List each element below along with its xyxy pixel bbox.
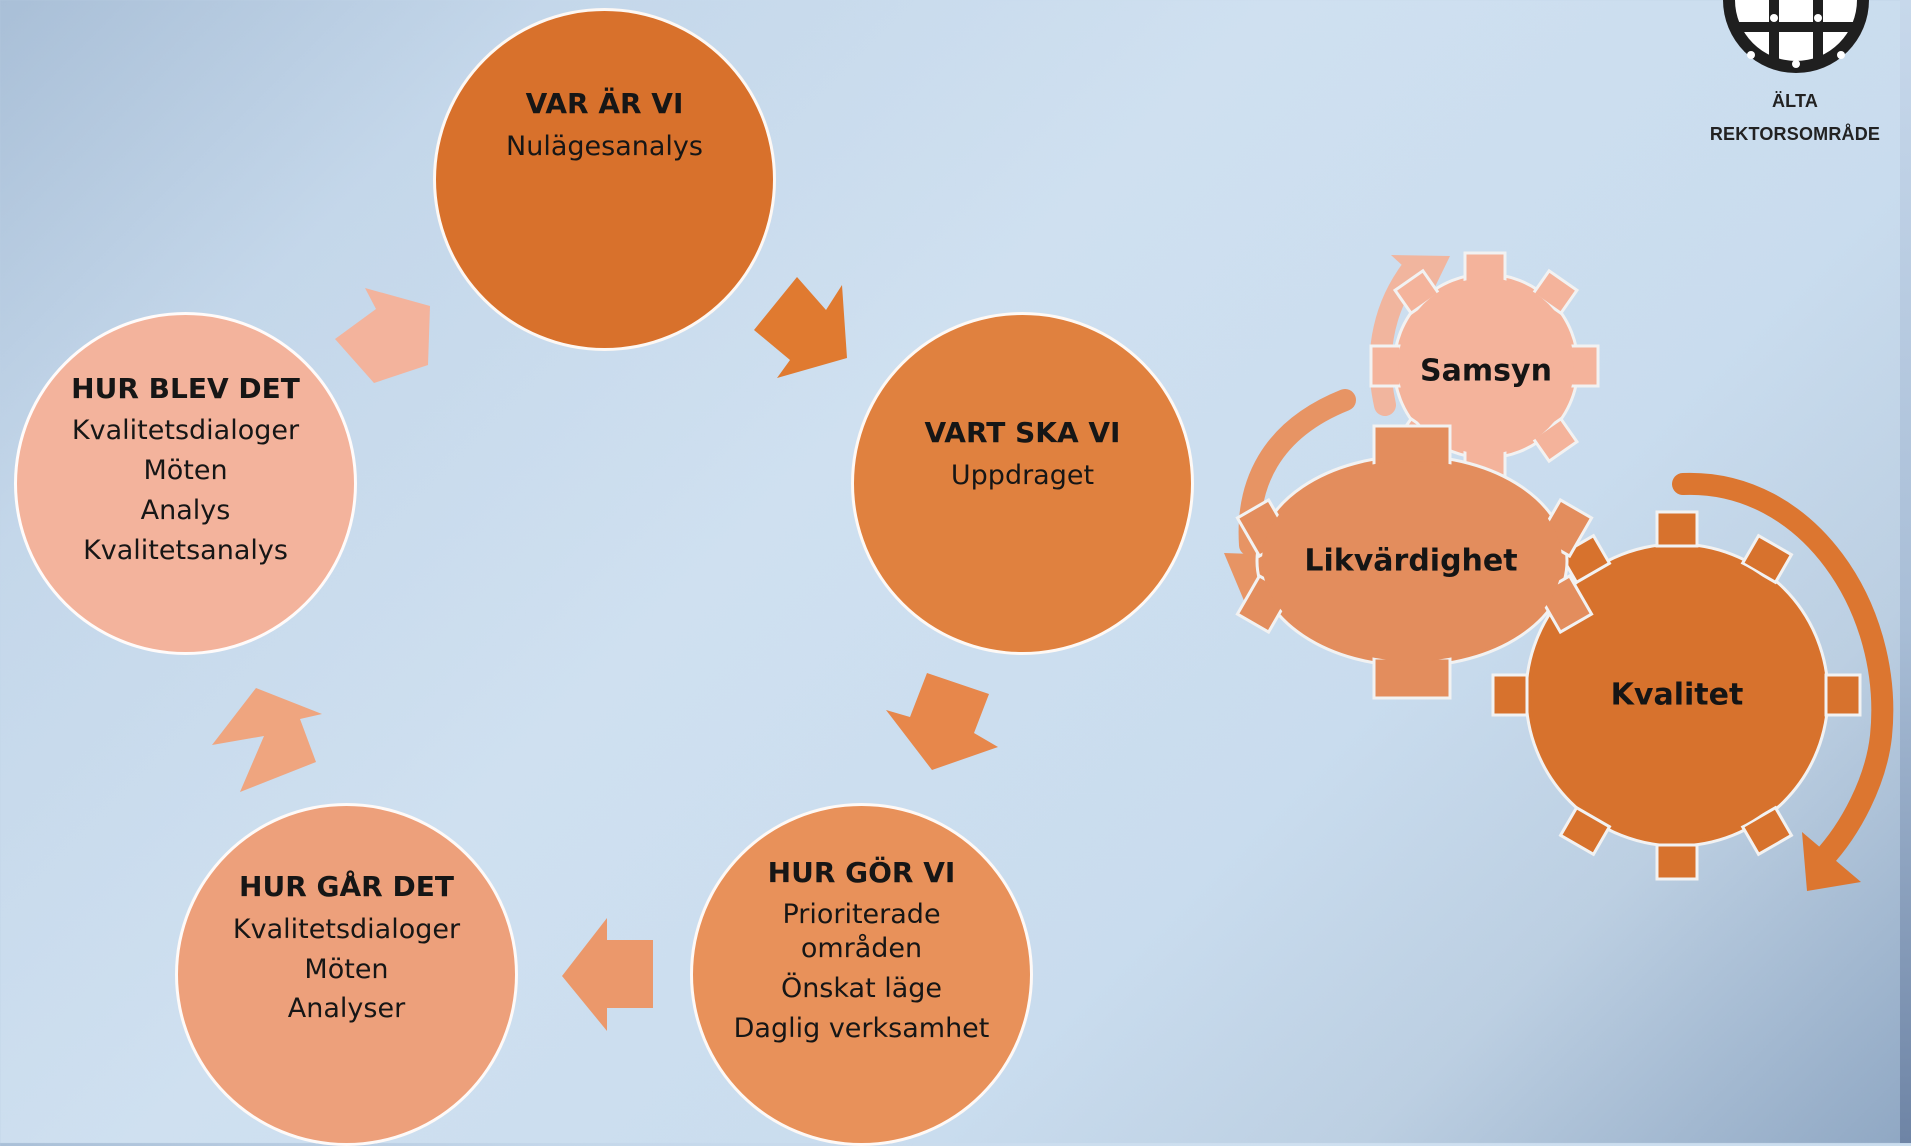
step-line: Kvalitetsdialoger	[71, 415, 300, 447]
gears-diagram: Samsyn Likvärdighet Kvalitet	[1180, 230, 1911, 920]
step-line: Analyser	[287, 993, 406, 1025]
step-line: Möten	[304, 953, 389, 985]
logo-name: ÄLTA	[1771, 91, 1819, 111]
step-title: HUR GÅR DET	[239, 869, 454, 903]
cycle-step-vart-ska-vi: VART SKA VI Uppdraget	[851, 312, 1194, 655]
step-line: Analys	[140, 494, 231, 526]
step-line: Kvalitetsdialoger	[232, 913, 461, 945]
step-line: Daglig verksamhet	[733, 1012, 990, 1044]
step-line: Kvalitetsanalys	[83, 534, 288, 566]
arrow-up-left-icon	[212, 688, 322, 792]
step-title: HUR BLEV DET	[71, 371, 300, 405]
gear-likvardighet-shape	[1235, 424, 1594, 700]
step-line: Möten	[143, 455, 228, 487]
gear-label-likvardighet: Likvärdighet	[1304, 543, 1518, 579]
arrow-up-right-icon	[335, 288, 430, 383]
kvalitet-curved-arrow-icon	[1672, 472, 1894, 871]
arrow-down-right-icon	[886, 673, 998, 770]
step-line: Prioriterade områden	[782, 899, 941, 965]
arrow-left-bottom-icon	[562, 918, 653, 1031]
step-title: VART SKA VI	[924, 416, 1121, 450]
gear-samsyn-shape	[1369, 251, 1600, 480]
arrow-right-top-icon	[754, 277, 847, 378]
kvalitet-arrowhead-icon	[1802, 832, 1861, 891]
cycle-step-var-ar-vi: VAR ÄR VI Nulägesanalys	[433, 8, 776, 351]
gear-label-samsyn: Samsyn	[1420, 353, 1552, 389]
logo-emblem-icon	[1723, 0, 1869, 73]
cycle-step-hur-blev-det: HUR BLEV DET Kvalitetsdialoger Möten Ana…	[14, 312, 357, 655]
cycle-step-hur-gor-vi: HUR GÖR VI Prioriterade områden Önskat l…	[690, 803, 1033, 1146]
step-line: Nulägesanalys	[506, 131, 703, 163]
cycle-step-hur-gar-det: HUR GÅR DET Kvalitetsdialoger Möten Anal…	[175, 803, 518, 1146]
gear-label-kvalitet: Kvalitet	[1610, 677, 1744, 713]
gears-graphic	[1224, 251, 1894, 891]
school-logo: ÄLTA REKTORSOMRÅDE	[1690, 0, 1900, 150]
gear-kvalitet-shape	[1491, 510, 1862, 881]
slide-edge	[1900, 0, 1911, 1143]
logo-subname: REKTORSOMRÅDE	[1709, 124, 1881, 144]
step-title: HUR GÖR VI	[767, 855, 956, 889]
step-title: VAR ÄR VI	[525, 87, 684, 121]
step-line: Önskat läge	[780, 972, 943, 1004]
step-line: Uppdraget	[950, 460, 1095, 492]
